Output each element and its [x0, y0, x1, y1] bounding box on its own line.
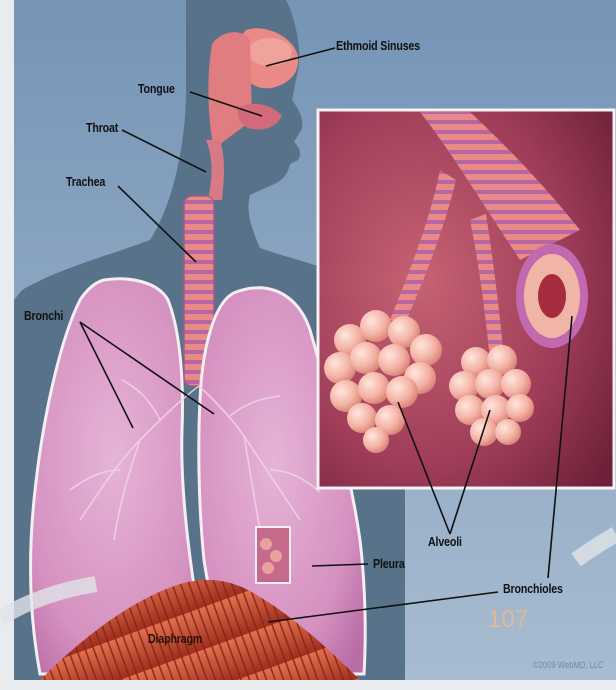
- label-ethmoid-sinuses: Ethmoid Sinuses: [336, 38, 420, 53]
- label-bronchi: Bronchi: [24, 308, 63, 323]
- alveoli-inset: [318, 110, 614, 488]
- label-bronchioles: Bronchioles: [503, 581, 563, 596]
- label-tongue: Tongue: [138, 81, 175, 96]
- label-diaphragm: Diaphragm: [148, 631, 202, 646]
- label-throat: Throat: [86, 120, 118, 135]
- alveoli-highlight-box: [256, 527, 290, 583]
- label-pleura: Pleura: [373, 556, 405, 571]
- copyright-notice: ©2009 WebMD, LLC: [533, 660, 604, 670]
- label-trachea: Trachea: [66, 174, 105, 189]
- page-number: 107: [488, 606, 528, 634]
- label-alveoli: Alveoli: [428, 534, 462, 549]
